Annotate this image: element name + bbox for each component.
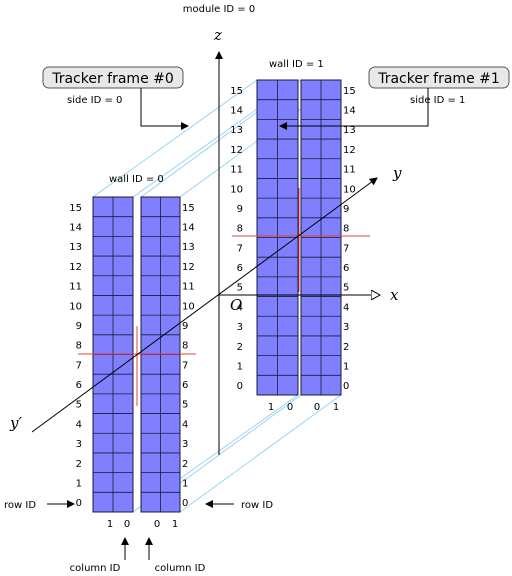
- tracker-frame-0-box: Tracker frame #0: [42, 66, 184, 89]
- row-label-frame0-right: 9: [182, 321, 188, 332]
- row-label-frame1-left: 4: [237, 302, 243, 313]
- row-label-frame1-right: 15: [343, 86, 356, 97]
- column-label: 1: [268, 402, 274, 413]
- row-label-frame0-left: 10: [69, 301, 82, 312]
- row-label-frame0-left: 14: [69, 223, 82, 234]
- row-label-frame1-right: 14: [343, 106, 356, 117]
- row-label-frame1-right: 3: [343, 322, 349, 333]
- row-label-frame1-left: 1: [237, 361, 243, 372]
- row-label-frame1-left: 10: [230, 184, 243, 195]
- column-label: 1: [107, 519, 113, 530]
- row-label-frame1-left: 7: [237, 243, 243, 254]
- z-axis-label: z: [213, 26, 222, 44]
- row-label-frame0-left: 2: [76, 459, 82, 470]
- row-label-frame0-left: 1: [76, 478, 82, 489]
- wall-id-1-label: wall ID = 1: [269, 59, 324, 70]
- column-id-label-right: column ID: [155, 563, 206, 574]
- row-label-frame0-right: 11: [182, 282, 195, 293]
- row-label-frame1-left: 11: [230, 165, 243, 176]
- column-label: 0: [154, 519, 160, 530]
- row-label-frame1-left: 9: [237, 204, 243, 215]
- module-id-label: module ID = 0: [183, 4, 255, 15]
- row-label-frame0-left: 0: [76, 498, 82, 509]
- row-label-frame0-left: 6: [76, 380, 82, 391]
- column-label: 0: [287, 402, 293, 413]
- row-label-frame0-left: 5: [76, 400, 82, 411]
- row-label-frame1-right: 7: [343, 243, 349, 254]
- row-label-frame1-right: 9: [343, 204, 349, 215]
- row-label-frame1-left: 2: [237, 342, 243, 353]
- row-label-frame0-left: 11: [69, 282, 82, 293]
- row-label-frame1-right: 6: [343, 263, 349, 274]
- row-label-frame1-left: 0: [237, 381, 243, 392]
- tracker-frame-0-title: Tracker frame #0: [51, 71, 174, 87]
- row-label-frame1-left: 8: [237, 224, 243, 235]
- origin-label: O: [230, 296, 242, 314]
- y-prime-axis-label: y′: [9, 414, 22, 432]
- row-label-frame0-right: 2: [182, 459, 188, 470]
- frame-1-wall-left-cells: [256, 79, 299, 396]
- tracker-frame-1-box: Tracker frame #1: [368, 66, 510, 89]
- row-label-frame1-left: 12: [230, 145, 243, 156]
- row-label-frame0-left: 7: [76, 360, 82, 371]
- y-axis: [31, 177, 378, 433]
- row-label-frame0-left: 12: [69, 262, 82, 273]
- row-label-frame1-left: 14: [230, 106, 243, 117]
- row-label-frame0-left: 4: [76, 419, 82, 430]
- row-label-frame1-left: 3: [237, 322, 243, 333]
- column-label: 1: [333, 402, 339, 413]
- row-label-frame1-right: 4: [343, 302, 349, 313]
- row-label-frame1-left: 5: [237, 283, 243, 294]
- frame-0-pointer-arrow: [140, 88, 189, 130]
- tracker-frame-1-title: Tracker frame #1: [377, 71, 500, 87]
- row-id-label-right: row ID: [241, 500, 273, 511]
- frame-1-center-cross: [232, 188, 370, 292]
- row-label-frame1-left: 6: [237, 263, 243, 274]
- row-label-frame0-right: 13: [182, 242, 195, 253]
- row-label-frame1-right: 8: [343, 224, 349, 235]
- row-label-frame1-right: 12: [343, 145, 356, 156]
- column-label: 0: [124, 519, 130, 530]
- row-label-frame0-left: 8: [76, 341, 82, 352]
- row-label-frame1-right: 5: [343, 283, 349, 294]
- side-id-0-label: side ID = 0: [67, 95, 122, 106]
- row-label-frame1-right: 0: [343, 381, 349, 392]
- row-label-frame1-right: 11: [343, 165, 356, 176]
- x-axis-label: x: [390, 286, 399, 304]
- row-label-frame1-right: 10: [343, 184, 356, 195]
- y-axis-label: y: [392, 164, 402, 182]
- row-label-frame1-left: 15: [230, 86, 243, 97]
- row-label-frame0-right: 1: [182, 478, 188, 489]
- row-label-frame0-right: 5: [182, 400, 188, 411]
- row-label-frame0-left: 13: [69, 242, 82, 253]
- row-label-frame0-right: 8: [182, 341, 188, 352]
- row-label-frame0-right: 0: [182, 498, 188, 509]
- frame-1-pointer-arrow: [279, 88, 429, 130]
- frame-1-wall-right-cells: [300, 79, 342, 396]
- row-id-label-left: row ID: [4, 500, 36, 511]
- side-id-1-label: side ID = 1: [410, 95, 465, 106]
- row-label-frame0-left: 3: [76, 439, 82, 450]
- row-label-frame0-right: 3: [182, 439, 188, 450]
- column-id-label-left: column ID: [70, 563, 121, 574]
- row-label-frame1-left: 13: [230, 125, 243, 136]
- frame-0-center-cross: [78, 326, 196, 406]
- row-label-frame1-right: 1: [343, 361, 349, 372]
- column-label: 0: [314, 402, 320, 413]
- row-label-frame0-right: 4: [182, 419, 188, 430]
- row-label-frame1-right: 2: [343, 342, 349, 353]
- row-label-frame0-left: 15: [69, 203, 82, 214]
- row-label-frame0-right: 15: [182, 203, 195, 214]
- wall-id-0-label: wall ID = 0: [109, 174, 164, 185]
- row-label-frame0-left: 9: [76, 321, 82, 332]
- row-label-frame1-right: 13: [343, 125, 356, 136]
- row-label-frame0-right: 7: [182, 360, 188, 371]
- row-label-frame0-right: 12: [182, 262, 195, 273]
- row-label-frame0-right: 6: [182, 380, 188, 391]
- row-label-frame0-right: 10: [182, 301, 195, 312]
- column-label: 1: [172, 519, 178, 530]
- row-label-frame0-right: 14: [182, 223, 195, 234]
